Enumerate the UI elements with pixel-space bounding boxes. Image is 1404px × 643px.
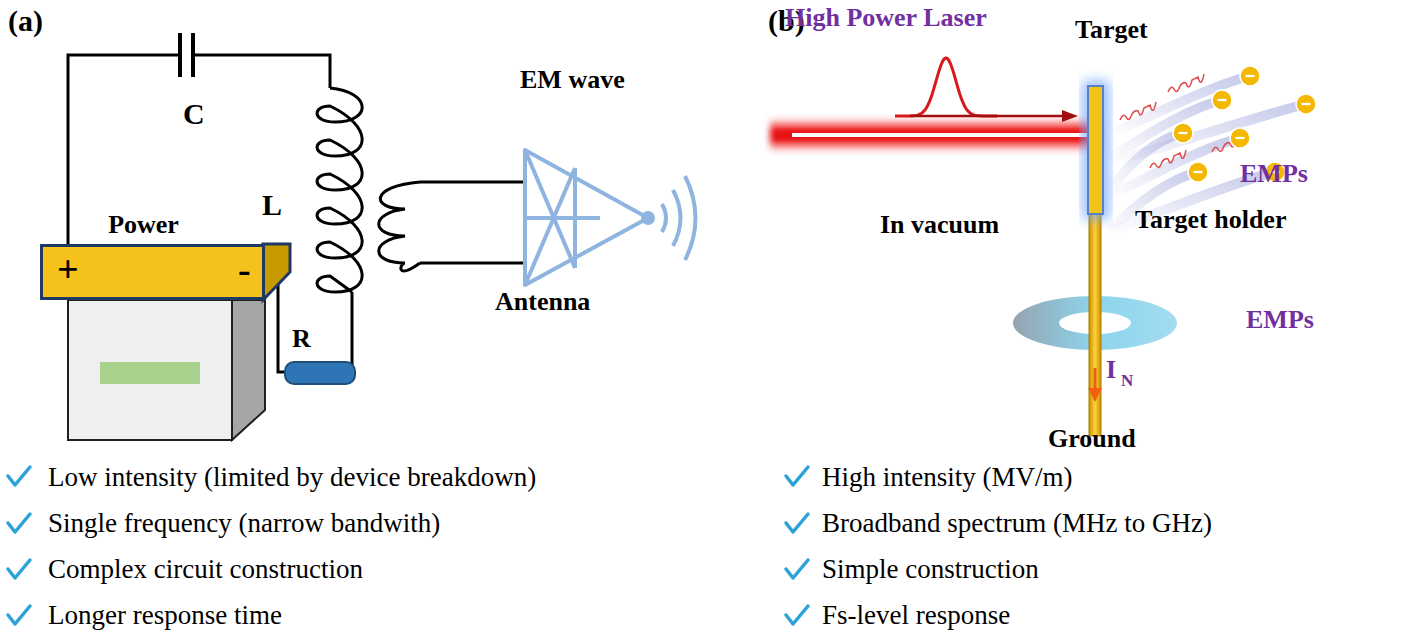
target: [1082, 80, 1110, 220]
wave-label: EM wave: [520, 66, 625, 95]
current-subscript: N: [1121, 372, 1133, 391]
inductor-coil: [317, 88, 362, 292]
transformer-coil: [379, 182, 420, 271]
current-label: I: [1106, 356, 1116, 385]
component-label: R: [292, 325, 311, 354]
terminal-sign: +: [57, 249, 79, 291]
laser-pulse: [895, 58, 1078, 122]
component-label: L: [262, 188, 282, 221]
part-label: Ground: [1048, 425, 1136, 454]
part-label: Antenna: [495, 288, 590, 317]
laser-label: High Power Laser: [785, 4, 987, 33]
resistor-symbol: [285, 362, 355, 384]
laser-beam: [770, 118, 1100, 152]
feature-note: Fs-level response: [822, 601, 1010, 631]
battery-label: Power: [108, 211, 179, 240]
feature-note: Broadband spectrum (MHz to GHz): [822, 509, 1212, 539]
emission-label: EMPs: [1240, 160, 1308, 189]
battery-terminal-bar: Power+-: [40, 244, 265, 300]
feature-note: High intensity (MV/m): [822, 463, 1073, 493]
terminal-sign: -: [238, 249, 251, 291]
feature-note: Complex circuit construction: [48, 555, 363, 585]
panel-letter: (a): [8, 4, 43, 37]
antenna-symbol: [525, 150, 696, 285]
component-label: C: [183, 97, 205, 130]
feature-note: Single frequency (narrow bandwith): [48, 509, 440, 539]
part-label: Target holder: [1135, 206, 1286, 235]
feature-note: Simple construction: [822, 555, 1039, 585]
feature-note: Longer response time: [48, 601, 282, 631]
target-holder: [1089, 212, 1101, 436]
feature-note: Low intensity (limited by device breakdo…: [48, 463, 536, 493]
environment-label: In vacuum: [880, 211, 999, 240]
current-arrow: [1088, 368, 1102, 402]
part-label: Target: [1075, 16, 1148, 45]
emission-label: EMPs: [1246, 306, 1314, 335]
